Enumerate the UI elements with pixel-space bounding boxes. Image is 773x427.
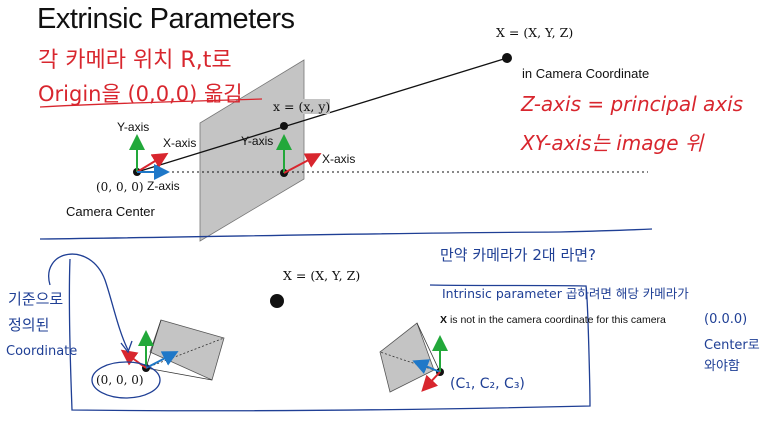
cam-z-axis-label: Z-axis (147, 179, 180, 193)
cam2-x-axis-arrow (421, 371, 441, 392)
cam-x-axis-arrow (136, 152, 169, 173)
img-y-axis-label: Y-axis (241, 134, 274, 148)
world-point-label: X = (X, Y, Z) (496, 25, 574, 40)
image-point-label: x = (x, y) (273, 99, 331, 114)
cam1-z-axis-arrow (145, 351, 179, 369)
camera-center-coords: (0, 0, 0) (96, 180, 144, 194)
camera2-frustum (379, 322, 435, 393)
bottom-box-outline (68, 258, 591, 412)
slide-title: Extrinsic Parameters (37, 3, 295, 35)
red-note-line3: Z-axis = principal axis (521, 92, 744, 116)
blue-left-line3: Coordinate (6, 344, 78, 359)
world-point-dot (502, 53, 512, 63)
blue-left-line1: 기준으로 (8, 290, 64, 308)
blue-left-line2: 정의된 (8, 316, 50, 334)
note-text: is not in the camera coordinate for this… (449, 314, 666, 326)
cam-y-axis-label: Y-axis (117, 120, 150, 134)
red-note-line1: 각 카메라 위치 R,t로 (38, 48, 232, 73)
separator-line (39, 228, 653, 240)
blue-right-line2: Intrinsic parameter 곱하려면 해당 카메라가 (442, 286, 689, 301)
red-underline (39, 98, 263, 108)
blue-right-line3: (0.0.0) (704, 312, 748, 327)
camera1-coords: (0, 0, 0) (96, 373, 144, 387)
projection-ray (136, 57, 508, 173)
img-x-axis-label: X-axis (322, 152, 356, 166)
red-note-line4: XY-axis는 image 위 (521, 131, 704, 155)
blue-right-line4: Center로 (704, 338, 760, 353)
red-note-line2: Origin을 (0,0,0) 옮김 (38, 82, 243, 106)
cam2-z-axis-arrow (412, 359, 441, 374)
camera2-coords: (C₁, C₂, C₃) (450, 376, 525, 392)
bottom-world-point-dot (270, 294, 284, 308)
img-x-axis-arrow (283, 153, 322, 174)
blue-right-line1: 만약 카메라가 2대 라면? (440, 246, 597, 264)
cam-x-axis-label: X-axis (163, 136, 197, 150)
camera-center-label: Camera Center (66, 204, 155, 219)
cam1-x-axis-arrow (120, 349, 147, 369)
origin-circle-annotation (91, 361, 161, 399)
blue-right-line5: 와야함 (704, 359, 740, 374)
note-bold-x: X (440, 314, 448, 326)
camera-coordinate-note: X is not in the camera coordinate for th… (440, 314, 666, 326)
bottom-world-point-label: X = (X, Y, Z) (283, 268, 361, 283)
image-point-dot (280, 122, 288, 130)
origin-pointer-arrow (48, 253, 129, 351)
world-point-caption: in Camera Coordinate (522, 66, 650, 81)
